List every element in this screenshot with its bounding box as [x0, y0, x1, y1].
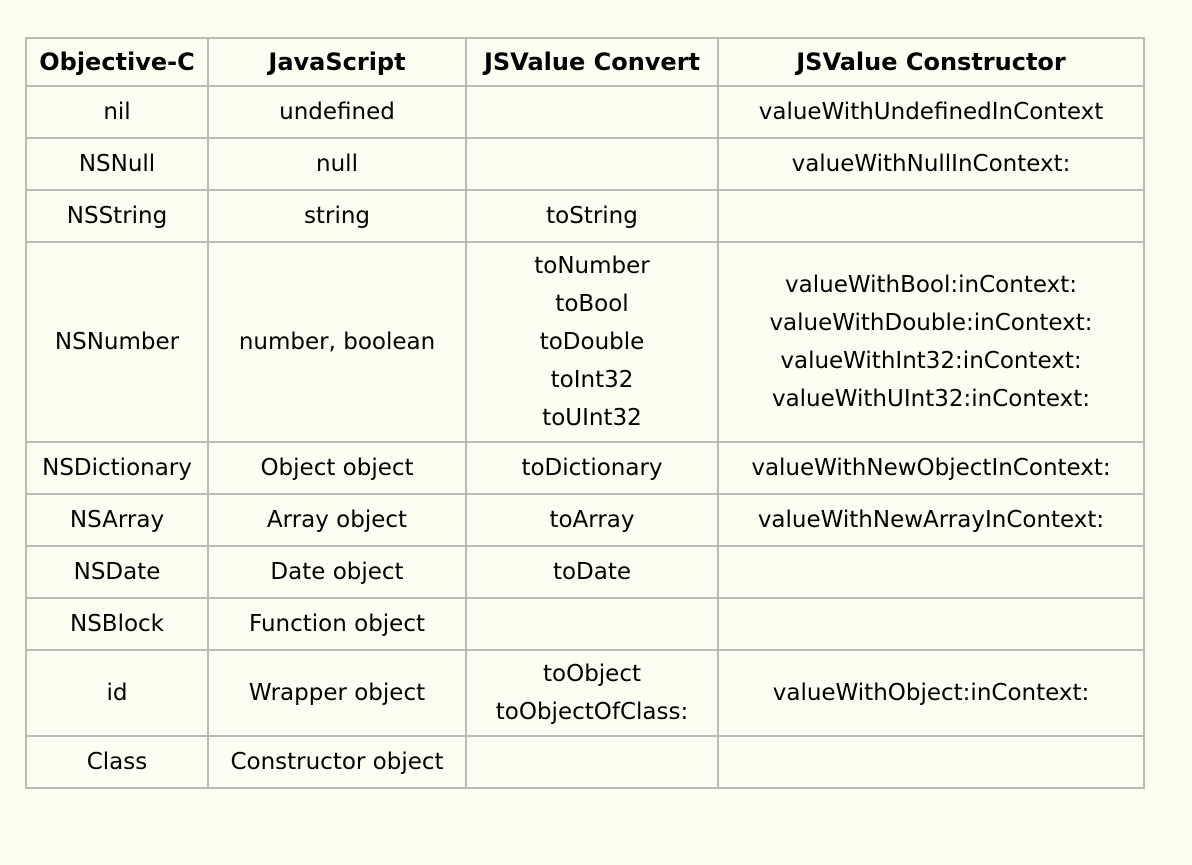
- cell-line: NSNumber: [54, 329, 180, 355]
- cell-line: valueWithNewArrayInContext:: [757, 507, 1105, 533]
- column-header-jsvalue-constructor: JSValue Constructor: [717, 37, 1145, 87]
- cell-js: Array object: [207, 493, 467, 547]
- cell-line: undefined: [279, 99, 395, 125]
- cell-line: NSDictionary: [42, 455, 192, 481]
- cell-js: string: [207, 189, 467, 243]
- header-row: Objective-C JavaScript JSValue Convert J…: [25, 37, 1145, 87]
- table-row: NSString string toString: [25, 189, 1145, 243]
- cell-js: Constructor object: [207, 735, 467, 789]
- cell-convert: toString: [465, 189, 719, 243]
- cell-convert: toObject toObjectOfClass:: [465, 649, 719, 737]
- page: { "page": { "background_color": "#FDFDEF…: [0, 37, 1192, 865]
- cell-constructor: valueWithUndefinedInContext: [717, 85, 1145, 139]
- cell-objc: NSBlock: [25, 597, 209, 651]
- cell-constructor: [717, 545, 1145, 599]
- cell-line: toDouble: [539, 329, 645, 355]
- cell-line: Object object: [260, 455, 414, 481]
- cell-line: valueWithUInt32:inContext:: [771, 386, 1091, 412]
- cell-line: toInt32: [550, 367, 634, 393]
- column-header-jsvalue-convert: JSValue Convert: [465, 37, 719, 87]
- cell-convert: toNumber toBool toDouble toInt32 toUInt32: [465, 241, 719, 443]
- cell-js: Object object: [207, 441, 467, 495]
- cell-convert: toDate: [465, 545, 719, 599]
- table-row: NSNumber number, boolean toNumber toBool toD…: [25, 241, 1145, 443]
- cell-line: toString: [546, 203, 638, 229]
- table-row: NSDictionary Object object toDictionary val…: [25, 441, 1145, 495]
- cell-convert: toArray: [465, 493, 719, 547]
- table-row: NSNull null valueWithNullInContext:: [25, 137, 1145, 191]
- cell-js: undefined: [207, 85, 467, 139]
- column-header-objective-c: Objective-C: [25, 37, 209, 87]
- table-row: nil undefined valueWithUndefinedInContext: [25, 85, 1145, 139]
- cell-line: Class: [86, 749, 148, 775]
- cell-line: id: [106, 680, 128, 706]
- cell-objc: NSNumber: [25, 241, 209, 443]
- cell-line: toDictionary: [521, 455, 663, 481]
- cell-objc: NSNull: [25, 137, 209, 191]
- cell-line: string: [303, 203, 371, 229]
- cell-line: Constructor object: [230, 749, 444, 775]
- cell-constructor: valueWithNewArrayInContext:: [717, 493, 1145, 547]
- cell-objc: Class: [25, 735, 209, 789]
- cell-constructor: valueWithObject:inContext:: [717, 649, 1145, 737]
- cell-objc: NSDate: [25, 545, 209, 599]
- cell-line: valueWithObject:inContext:: [772, 680, 1090, 706]
- cell-line: Date object: [270, 559, 404, 585]
- cell-line: toArray: [549, 507, 635, 533]
- cell-js: null: [207, 137, 467, 191]
- cell-line: toObjectOfClass:: [495, 699, 689, 725]
- column-header-javascript: JavaScript: [207, 37, 467, 87]
- cell-constructor: valueWithNullInContext:: [717, 137, 1145, 191]
- cell-objc: NSArray: [25, 493, 209, 547]
- cell-js: number, boolean: [207, 241, 467, 443]
- table-row: NSArray Array object toArray valueWithNewAr…: [25, 493, 1145, 547]
- cell-line: toDate: [552, 559, 632, 585]
- cell-convert: [465, 85, 719, 139]
- cell-objc: nil: [25, 85, 209, 139]
- cell-line: valueWithUndefinedInContext: [758, 99, 1104, 125]
- table-row: Class Constructor object: [25, 735, 1145, 789]
- type-conversion-table: Objective-C JavaScript JSValue Convert J…: [25, 37, 1145, 789]
- cell-line: valueWithBool:inContext:: [785, 272, 1077, 298]
- table-row: id Wrapper object toObject toObjectOfClass:…: [25, 649, 1145, 737]
- cell-line: null: [316, 151, 358, 177]
- cell-convert: toDictionary: [465, 441, 719, 495]
- cell-line: NSString: [66, 203, 168, 229]
- cell-constructor: valueWithBool:inContext: valueWithDouble:…: [717, 241, 1145, 443]
- cell-line: toUInt32: [542, 405, 642, 431]
- cell-constructor: [717, 597, 1145, 651]
- table-row: NSDate Date object toDate: [25, 545, 1145, 599]
- cell-line: valueWithNewObjectInContext:: [751, 455, 1111, 481]
- cell-line: Function object: [248, 611, 425, 637]
- cell-constructor: valueWithNewObjectInContext:: [717, 441, 1145, 495]
- cell-objc: id: [25, 649, 209, 737]
- cell-js: Date object: [207, 545, 467, 599]
- cell-line: NSArray: [69, 507, 165, 533]
- cell-js: Wrapper object: [207, 649, 467, 737]
- cell-objc: NSString: [25, 189, 209, 243]
- cell-convert: [465, 597, 719, 651]
- cell-line: toObject: [543, 661, 641, 687]
- cell-line: valueWithDouble:inContext:: [769, 310, 1093, 336]
- cell-line: valueWithInt32:inContext:: [780, 348, 1082, 374]
- cell-convert: [465, 735, 719, 789]
- cell-line: Wrapper object: [248, 680, 426, 706]
- table-row: NSBlock Function object: [25, 597, 1145, 651]
- cell-convert: [465, 137, 719, 191]
- cell-line: toNumber: [534, 253, 650, 279]
- cell-line: NSDate: [73, 559, 161, 585]
- cell-constructor: [717, 189, 1145, 243]
- cell-line: number, boolean: [238, 329, 436, 355]
- cell-line: valueWithNullInContext:: [791, 151, 1071, 177]
- cell-line: NSBlock: [69, 611, 164, 637]
- cell-line: nil: [103, 99, 131, 125]
- cell-line: NSNull: [78, 151, 156, 177]
- cell-line: toBool: [555, 291, 629, 317]
- cell-line: Array object: [266, 507, 408, 533]
- cell-objc: NSDictionary: [25, 441, 209, 495]
- cell-js: Function object: [207, 597, 467, 651]
- cell-constructor: [717, 735, 1145, 789]
